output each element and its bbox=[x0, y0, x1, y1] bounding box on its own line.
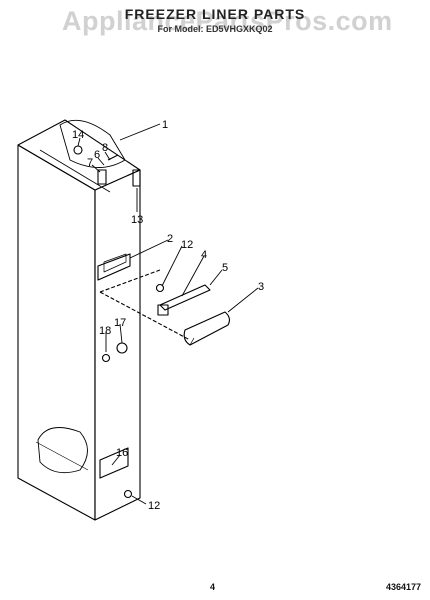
callout-4: 4 bbox=[201, 249, 207, 261]
screw-12-lower bbox=[123, 489, 133, 499]
screw-12-upper bbox=[155, 283, 165, 293]
part-13-bracket bbox=[132, 169, 141, 187]
page-number: 4 bbox=[210, 582, 216, 592]
part-2-bracket bbox=[97, 253, 131, 281]
watermark: AppliancePartsPros.com bbox=[62, 6, 393, 36]
document-number: 4364177 bbox=[386, 582, 422, 592]
callout-13: 13 bbox=[131, 214, 143, 226]
callout-1: 1 bbox=[162, 119, 168, 131]
callout-17: 17 bbox=[114, 317, 126, 329]
callout-8: 8 bbox=[102, 142, 108, 154]
part-3-cover bbox=[183, 311, 231, 346]
part-16-bracket bbox=[99, 447, 129, 479]
callout-2: 2 bbox=[167, 233, 173, 245]
callout-16: 16 bbox=[116, 447, 128, 459]
callout-14: 14 bbox=[72, 129, 84, 141]
callout-3: 3 bbox=[258, 281, 264, 293]
part-7-clip bbox=[97, 169, 107, 185]
part-4-5-rail bbox=[157, 284, 211, 316]
callout-18: 18 bbox=[99, 325, 111, 337]
callout-12-lower: 12 bbox=[148, 500, 160, 512]
callout-5: 5 bbox=[222, 262, 228, 274]
callout-6: 6 bbox=[94, 149, 100, 161]
freezer-liner-box bbox=[17, 119, 141, 521]
diagram-subtitle: For Model: ED5VHGXKQ02 bbox=[157, 24, 273, 34]
callout-7: 7 bbox=[87, 157, 93, 169]
part-18-screw bbox=[101, 353, 111, 363]
diagram-title: FREEZER LINER PARTS bbox=[124, 6, 306, 22]
leader-lines bbox=[77, 123, 259, 505]
callout-12-upper: 12 bbox=[181, 239, 193, 251]
